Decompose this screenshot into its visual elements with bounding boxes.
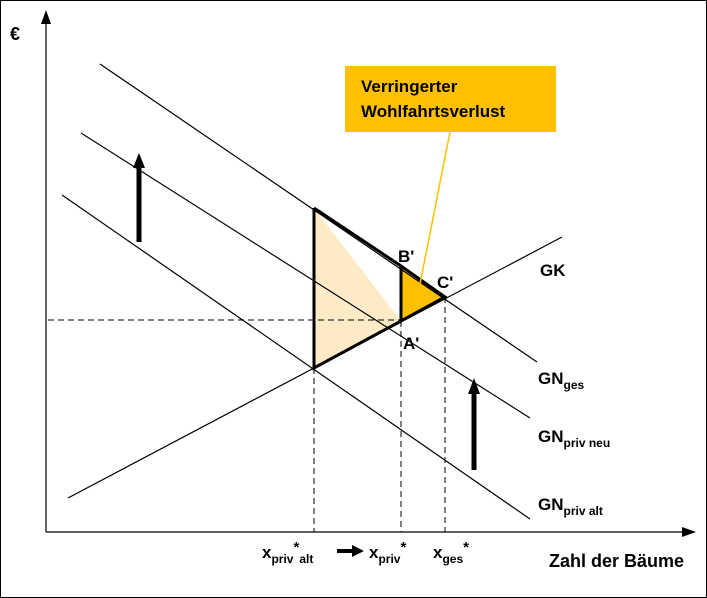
tick-x-priv-sub: priv (378, 552, 400, 566)
gn-ges-sub: ges (564, 378, 585, 392)
tick-x-priv-alt: xpriv*alt (262, 539, 313, 566)
point-label-b: B' (398, 247, 414, 266)
triangle-outline-light (312, 208, 402, 371)
tick-x-alt-sup: * (293, 539, 299, 556)
gn-priv-neu-curve (80, 132, 531, 419)
reduced-welfare-loss-triangle (401, 266, 445, 321)
tick-x-alt-main: x (262, 543, 272, 562)
tick-x-alt-sub: priv (271, 552, 293, 566)
y-axis-arrowhead (41, 10, 51, 24)
gn-ges-label: GNges (538, 369, 585, 392)
x-axis-arrowhead (682, 527, 696, 537)
gn-priv-alt-label: GNpriv alt (538, 495, 603, 518)
gn-priv-alt-sub: priv alt (564, 504, 603, 518)
tick-x-priv-main: x (369, 543, 379, 562)
right-arrow-head (352, 545, 364, 557)
gn-priv-alt-curve (61, 194, 531, 520)
triangle-edge-top (313, 206, 402, 268)
point-label-c: C' (437, 273, 453, 292)
gk-label: GK (540, 261, 566, 280)
point-label-a: A' (403, 334, 419, 353)
tick-x-alt-sub2: alt (299, 552, 313, 566)
gn-priv-neu-main: GN (538, 427, 564, 446)
tick-x-ges-sup: * (463, 539, 469, 556)
tick-x-ges: xges* (433, 539, 469, 566)
up-arrow-left-head (133, 153, 145, 168)
gn-ges-curve (99, 63, 538, 363)
y-axis-label: € (10, 24, 20, 44)
up-arrow-right-head (468, 378, 480, 394)
gn-priv-alt-main: GN (538, 495, 564, 514)
tick-x-priv: xpriv* (369, 539, 406, 566)
gn-priv-neu-sub: priv neu (564, 436, 611, 450)
tick-x-ges-main: x (433, 543, 443, 562)
callout-line-1: Verringerter (361, 77, 458, 96)
callout-connector (419, 131, 451, 285)
gn-ges-main: GN (538, 369, 564, 388)
triangle-outline-dark (399, 263, 448, 324)
callout-line-2: Wohlfahrtsverlust (361, 102, 506, 121)
gn-priv-neu-label: GNpriv neu (538, 427, 610, 450)
welfare-loss-triangle (314, 208, 401, 368)
tick-x-ges-sub: ges (442, 552, 463, 566)
callout-box: Verringerter Wohlfahrtsverlust (345, 66, 556, 132)
x-axis-label: Zahl der Bäume (549, 551, 684, 571)
tick-x-priv-sup: * (400, 539, 406, 556)
